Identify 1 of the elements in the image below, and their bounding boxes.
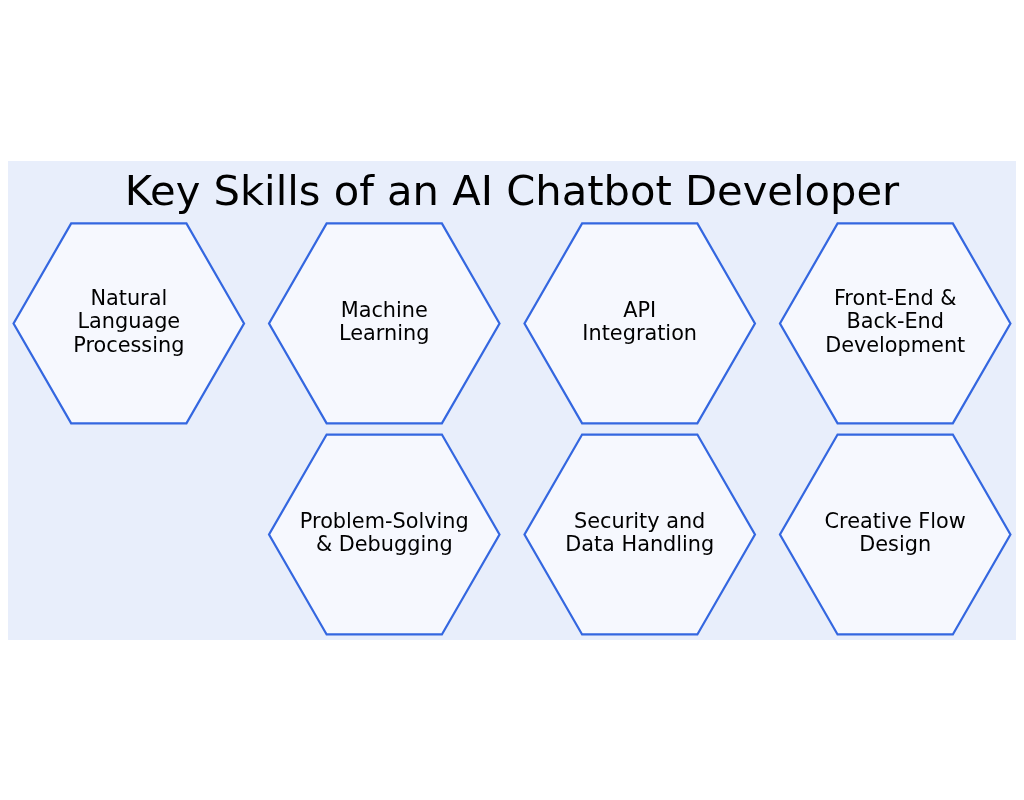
- diagram-title: Key Skills of an AI Chatbot Developer: [124, 165, 900, 215]
